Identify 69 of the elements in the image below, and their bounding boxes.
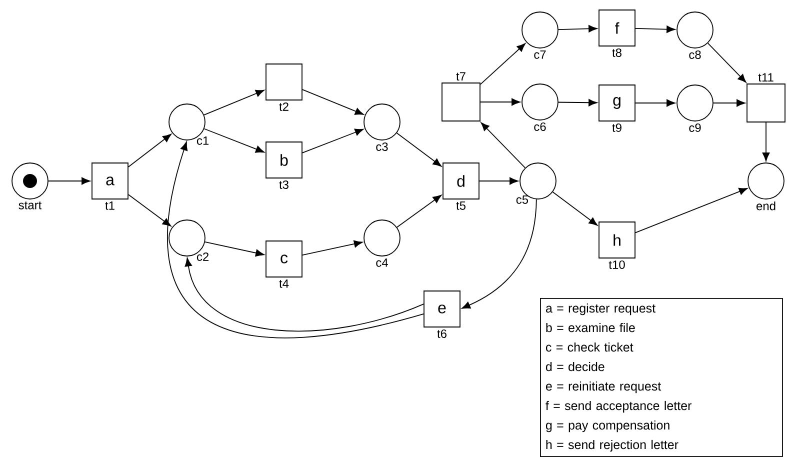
- node-label: t10: [608, 260, 625, 269]
- transition-box: [746, 84, 786, 122]
- node-label: c8: [689, 50, 701, 59]
- arrow: [707, 42, 746, 83]
- place-circle: [364, 220, 400, 256]
- node-label: end: [756, 201, 776, 210]
- arrow: [635, 188, 748, 234]
- arrow: [480, 43, 526, 85]
- node-label: c6: [534, 122, 546, 131]
- node-label: c3: [376, 142, 388, 151]
- arrow: [204, 90, 264, 116]
- arrow: [396, 132, 442, 167]
- arrow: [204, 128, 264, 153]
- arrow: [558, 99, 598, 106]
- arrow: [302, 89, 364, 115]
- transition-box: a: [92, 162, 128, 200]
- arrow: [762, 122, 770, 162]
- arrow: [558, 25, 598, 32]
- transition-box: f: [598, 10, 636, 46]
- arrow: [462, 198, 537, 309]
- arrow: [48, 177, 90, 185]
- arrow: [480, 98, 520, 106]
- transition-box: g: [598, 84, 636, 122]
- transition-box: c: [266, 240, 302, 278]
- transition-box: [442, 82, 480, 122]
- place-circle: [748, 162, 784, 200]
- legend-box: a = register request b = examine file c = check ticket d = decide e = reinitiate request f = send acceptance letter g = pay compensation h = send rejection letter: [540, 298, 783, 458]
- arrow: [204, 241, 264, 257]
- arrow: [635, 99, 676, 107]
- arrow: [480, 122, 526, 168]
- arrow: [713, 99, 746, 107]
- arrow: [128, 194, 172, 226]
- node-label: t7: [456, 72, 466, 81]
- node-label: t1: [105, 201, 114, 210]
- node-label: t3: [279, 180, 288, 189]
- place-circle: [676, 84, 714, 122]
- arrow: [396, 194, 442, 228]
- transition-box: [266, 64, 302, 100]
- place-with-token: [12, 162, 48, 200]
- node-label: c5: [516, 195, 528, 204]
- transition-box: d: [442, 162, 480, 200]
- node-label: t9: [612, 123, 622, 132]
- transition-box: h: [598, 222, 636, 258]
- transition-box: e: [424, 290, 460, 328]
- node-label: t4: [279, 279, 289, 288]
- place-circle: [522, 12, 558, 48]
- node-label: c7: [534, 50, 546, 59]
- node-label: c9: [689, 123, 701, 132]
- arrow: [128, 134, 172, 168]
- arrow: [184, 258, 424, 332]
- node-label: t6: [437, 329, 446, 338]
- transition-box: b: [266, 142, 302, 178]
- arrow: [167, 142, 424, 338]
- node-label: t5: [456, 201, 466, 210]
- node-label: c1: [196, 136, 209, 145]
- arrow: [302, 240, 363, 256]
- place-circle: [522, 84, 558, 120]
- node-label: c2: [196, 252, 209, 261]
- node-label: t11: [758, 73, 774, 82]
- node-label: start: [18, 201, 42, 210]
- place-circle: [364, 104, 400, 140]
- arrow: [479, 177, 518, 185]
- place-circle: [676, 12, 714, 48]
- node-label: c4: [376, 258, 388, 267]
- arrow: [552, 192, 598, 226]
- arrow: [635, 26, 676, 33]
- node-label: t2: [279, 102, 288, 111]
- arrow: [302, 128, 364, 154]
- node-label: t8: [612, 48, 622, 57]
